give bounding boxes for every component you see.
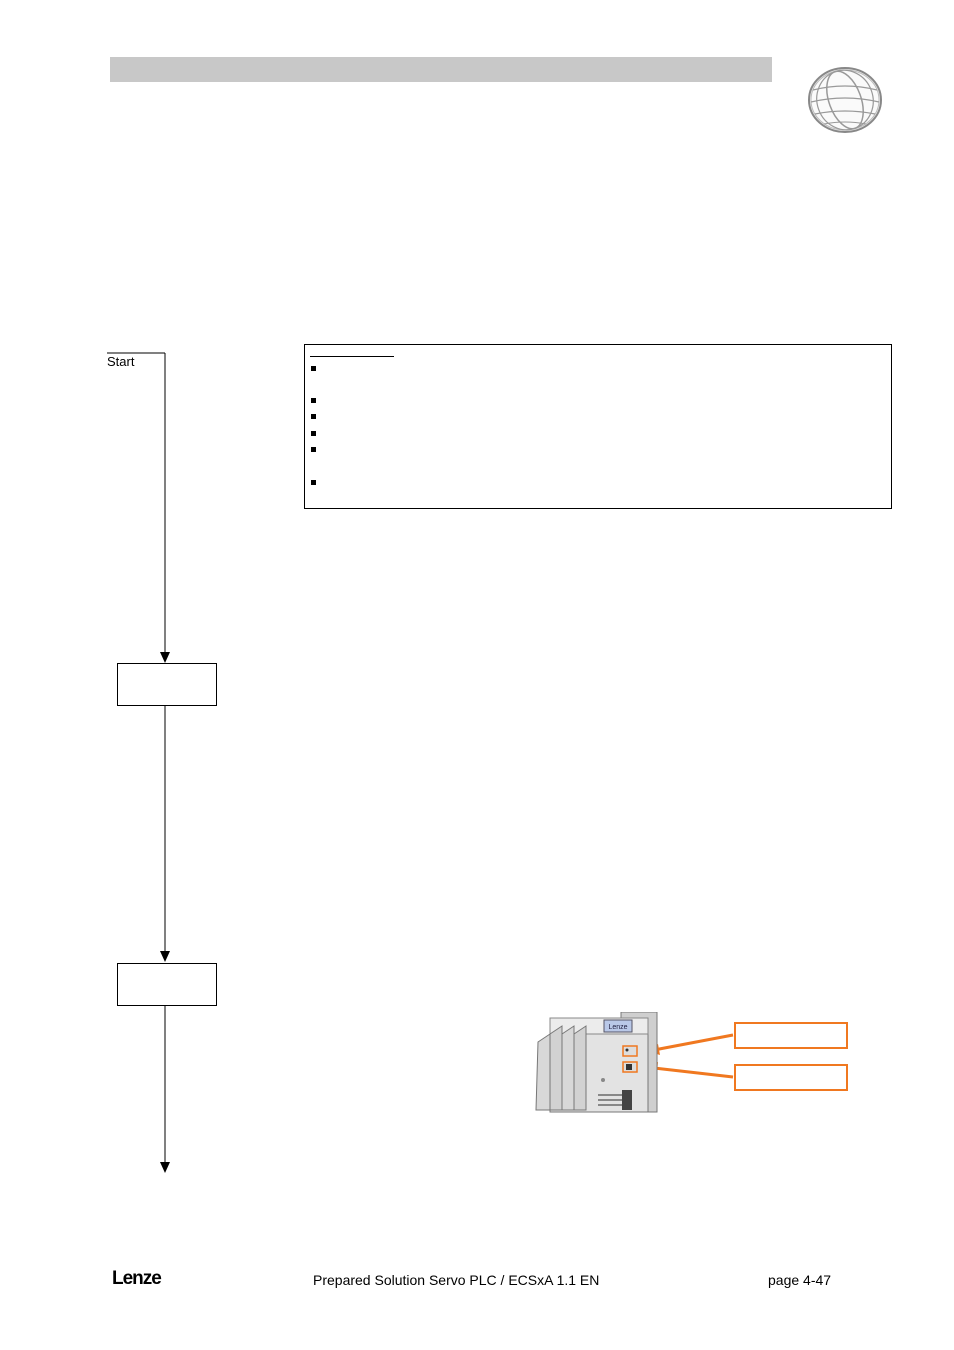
footer-brand-logo: Lenze	[112, 1268, 162, 1289]
flowchart-step-box	[117, 663, 217, 706]
note-bullet	[311, 398, 316, 403]
device-image: Lenze	[535, 1012, 658, 1113]
header-bar	[110, 57, 772, 82]
note-bullet	[311, 431, 316, 436]
note-bullet	[311, 366, 316, 371]
device-display-text: Lenze	[608, 1024, 627, 1031]
footer-document-title: Prepared Solution Servo PLC / ECSxA 1.1 …	[313, 1272, 600, 1288]
note-heading-underline	[310, 356, 394, 357]
footer-page-number: page 4-47	[768, 1272, 832, 1288]
callout-box	[734, 1064, 848, 1091]
note-bullet	[311, 447, 316, 452]
flowchart-step-box	[117, 963, 217, 1006]
globe-icon	[808, 67, 882, 133]
start-label: Start	[107, 354, 135, 369]
note-box	[304, 344, 892, 509]
callout-box	[734, 1022, 848, 1049]
note-bullet	[311, 414, 316, 419]
note-bullet	[311, 480, 316, 485]
